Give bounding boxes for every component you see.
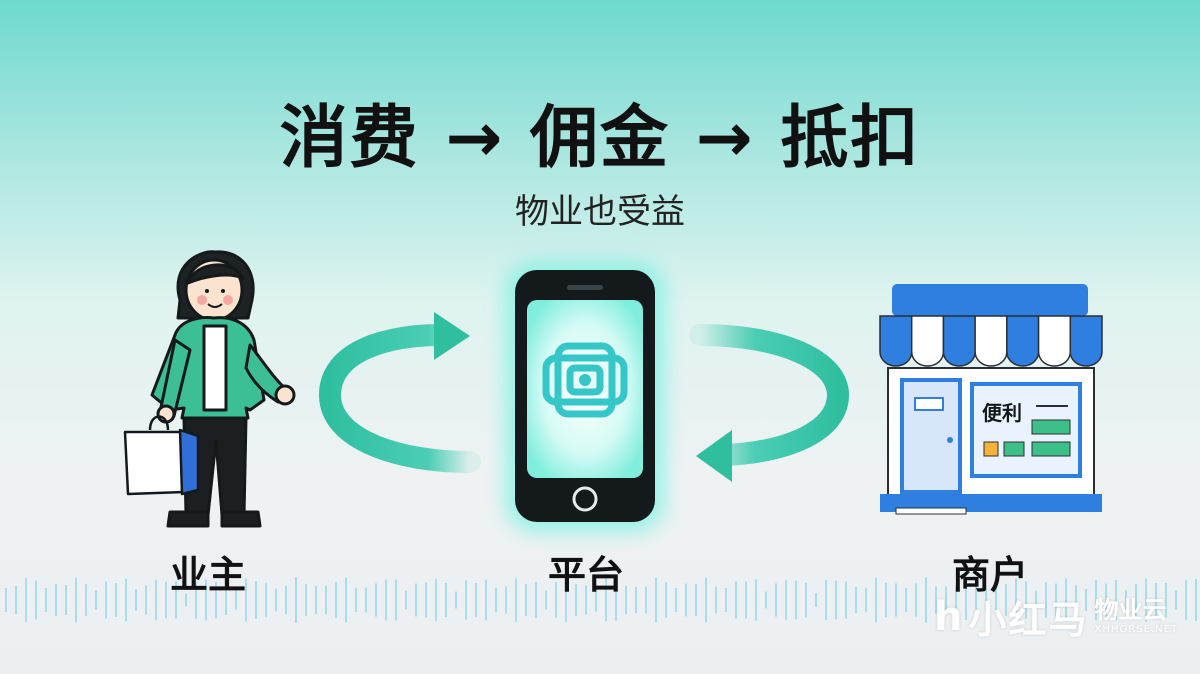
- cycle-arrow-icon: [318, 312, 481, 473]
- store-icon: 便利: [879, 284, 1103, 515]
- node-label-platform: 平台: [547, 553, 624, 597]
- phone-icon: [505, 262, 665, 532]
- main-title: 消费 → 佣金 → 抵扣: [279, 99, 921, 178]
- logo-main-text: 小红马: [968, 598, 1089, 642]
- logo-sub-text: 物业云: [1094, 596, 1167, 624]
- sound-wave-decoration: [5, 577, 1197, 623]
- cycle-arrow-icon: [689, 324, 850, 482]
- person-icon: [150, 250, 296, 528]
- brand-logo: h 小红马 物业云 XHHORSE.NET: [934, 589, 1178, 644]
- node-label-merchant: 商户: [951, 553, 1028, 597]
- store-sign: 便利: [982, 401, 1022, 425]
- node-label-owner: 业主: [169, 553, 246, 597]
- shopping-bag-icon: [123, 415, 200, 496]
- subtitle: 物业也受益: [515, 192, 685, 232]
- horse-logo-icon: h: [934, 593, 963, 640]
- logo-en-text: XHHORSE.NET: [1094, 624, 1178, 635]
